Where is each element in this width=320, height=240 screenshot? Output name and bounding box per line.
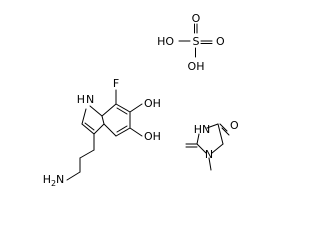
bond-c5-c4-inner [116,125,128,133]
bond-c2-c3 [81,123,95,135]
bond-c5-n1 [211,143,224,154]
label-sulfur: S [193,35,200,48]
bond-c5-oh [129,127,143,137]
bond-c4-o-double [221,127,230,136]
label-o-right: O [216,35,225,48]
label-nh2-n: N [56,173,64,186]
bond-ch2-nh2 [66,171,81,181]
label-hn-ring: HN [194,123,211,136]
label-h-nh: H [77,93,85,106]
bond-ca-cb [79,149,95,159]
bond-n1-c2 [81,108,87,125]
bond-n1-c2 [196,143,207,154]
bond-c7a-c7 [101,103,117,117]
bond-n1-c7a [89,105,103,117]
label-oh-upper: OH [144,97,161,110]
bond-c3-c3a [93,123,105,135]
label-ho-left: HO [157,35,174,48]
sulfuric-acid: HO S O O OH [157,12,225,73]
bond-c4-c5 [217,123,224,145]
label-oh-lower: OH [144,130,161,143]
bond-c7-c6-inner [116,107,128,115]
bond-c4-o [219,123,228,132]
imidazolone-molecule: O HN N [185,119,239,171]
bond-c5-c4 [115,127,131,137]
bond-c6-oh [129,103,143,113]
label-o-carbonyl: O [230,119,239,132]
label-n-ring: N [205,148,213,161]
structure-canvas: HO S O O OH F H N OH OH H [43,12,239,188]
bond-n1-methyl [208,157,212,171]
bond-c2-n3 [196,133,200,145]
label-nh2-subscript: 2 [51,179,56,188]
label-nh2-h: H [43,173,51,186]
indole-molecule: F H N OH OH H 2 N [43,77,161,188]
bond-c2-c3-inner [84,122,95,131]
bond-c7-c6 [115,103,131,113]
label-oh-bottom: OH [188,60,205,73]
bond-c4-c3a [103,123,117,137]
label-fluorine: F [113,77,119,90]
bond-hn-c4 [206,123,219,129]
label-n-indole: N [86,93,94,106]
label-o-top: O [192,12,201,25]
bond-c3a-c7a [101,115,105,125]
